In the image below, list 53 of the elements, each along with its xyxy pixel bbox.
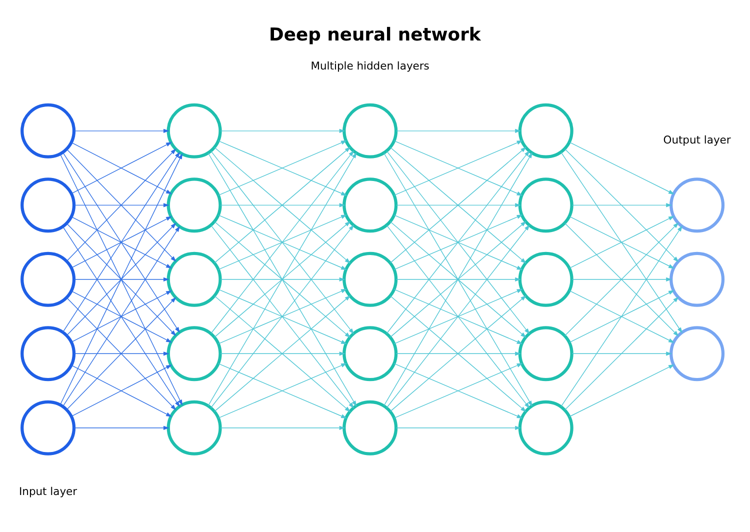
arrow: [66, 297, 176, 410]
arrow: [74, 128, 170, 133]
arrow: [564, 148, 679, 262]
label: Output layer: [663, 134, 731, 147]
arrow: [386, 224, 530, 408]
arrow: [218, 363, 347, 418]
label: Multiple hidden layers: [310, 59, 430, 72]
node-circle: [20, 326, 76, 382]
arrow: [394, 140, 523, 196]
label: Input layer: [19, 485, 78, 498]
arrow: [214, 221, 351, 338]
arrow: [560, 226, 682, 407]
diagram-title: Deep neural network: [268, 24, 481, 46]
node-circle: [20, 103, 76, 158]
arrow: [218, 140, 347, 196]
arrow: [396, 426, 521, 430]
arrow: [74, 203, 170, 208]
node-circle: [518, 252, 574, 307]
arrow: [71, 216, 172, 268]
arrow: [218, 214, 347, 270]
arrow: [564, 296, 679, 410]
node-circle: [20, 400, 76, 456]
node-circle: [20, 178, 76, 233]
arrow: [220, 203, 346, 208]
arrow: [220, 352, 346, 356]
arrow: [210, 224, 354, 408]
arrow: [220, 277, 346, 282]
arrow: [218, 288, 347, 344]
arrow: [71, 364, 172, 417]
node-circle: [670, 252, 725, 307]
arrow: [569, 142, 674, 194]
arrow: [569, 290, 674, 343]
arrow: [560, 152, 682, 334]
arrow: [220, 128, 346, 133]
arrow: [394, 288, 523, 344]
arrow: [74, 277, 170, 282]
arrow: [396, 277, 521, 282]
arrow: [220, 426, 346, 430]
arrow: [66, 148, 176, 262]
arrow: [394, 363, 523, 418]
arrow: [396, 128, 521, 133]
arrow: [390, 221, 526, 338]
arrow: [572, 277, 672, 282]
arrow: [572, 352, 672, 356]
arrow: [74, 352, 170, 356]
arrow: [569, 364, 674, 417]
arrow: [62, 152, 180, 333]
node-circle: [20, 252, 76, 307]
arrow: [396, 352, 521, 356]
arrow: [74, 426, 170, 430]
arrow: [394, 214, 523, 270]
arrow: [396, 203, 521, 208]
arrow: [572, 203, 672, 208]
